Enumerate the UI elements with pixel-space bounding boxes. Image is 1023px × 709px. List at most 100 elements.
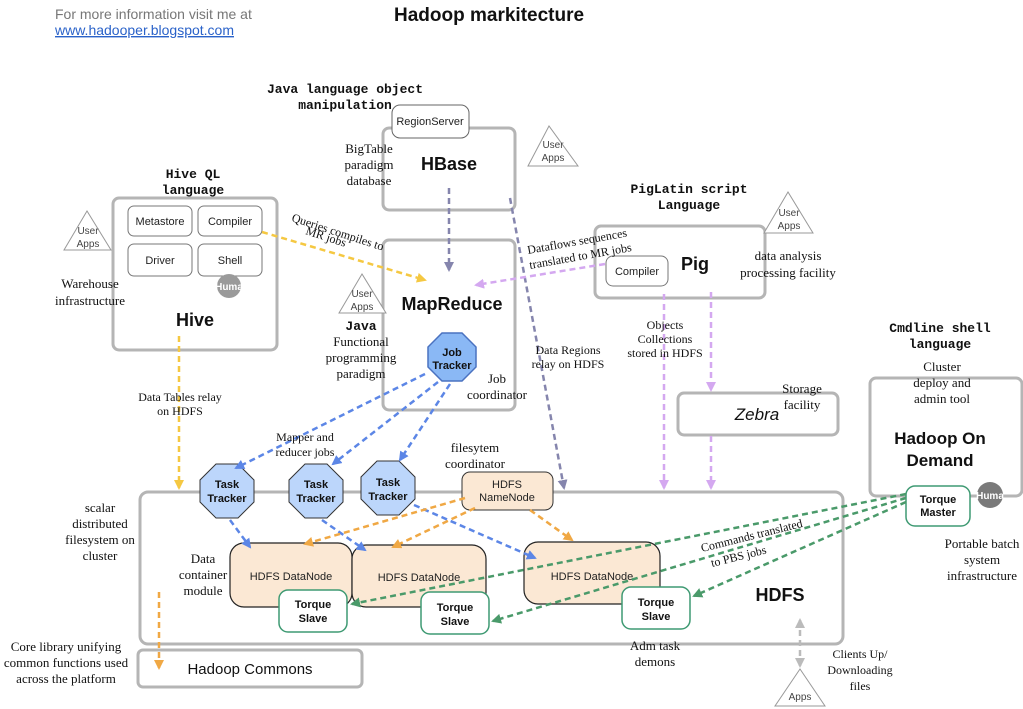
job-desc-1: Job bbox=[488, 371, 506, 386]
hod-lang-1: Cmdline shell bbox=[889, 321, 991, 336]
slave-desc-1: Adm task bbox=[630, 638, 681, 653]
job-desc-2: coordinator bbox=[467, 387, 528, 402]
torque-slave-3 bbox=[621, 586, 691, 630]
pig-lang-1: PigLatin script bbox=[630, 182, 747, 197]
hod-human-badge-label: Huma bbox=[976, 491, 1004, 502]
arrow-tm-to-ts2 bbox=[491, 496, 907, 624]
hive-user-apps-2: Apps bbox=[77, 239, 100, 250]
arrow-tm-to-ts1 bbox=[350, 492, 907, 608]
datanode-desc-1: Data bbox=[191, 551, 216, 566]
datanode-desc-2: container bbox=[179, 567, 228, 582]
mapper-1: Mapper and bbox=[276, 430, 334, 444]
clients-apps-icon bbox=[774, 668, 826, 707]
clients-2: Downloading bbox=[827, 663, 892, 677]
mr-lang: Java bbox=[345, 319, 376, 334]
namenode-desc-1: filesytem bbox=[451, 440, 499, 455]
hbase-user-apps-icon bbox=[527, 125, 579, 167]
objects-1: Objects bbox=[647, 318, 684, 332]
hive-title: Hive bbox=[176, 310, 214, 330]
hive-lang-2: language bbox=[162, 183, 225, 198]
regions-1: Data Regions bbox=[536, 343, 601, 357]
namenode-box bbox=[461, 471, 554, 511]
driver-box bbox=[127, 243, 193, 277]
shell-label: Shell bbox=[218, 255, 242, 267]
blog-link[interactable]: www.hadooper.blogspot.com bbox=[54, 22, 234, 38]
metastore-label: Metastore bbox=[136, 216, 185, 228]
pig-title: Pig bbox=[681, 254, 709, 274]
hod-desc-1: Cluster bbox=[923, 359, 961, 374]
hbase-title: HBase bbox=[421, 154, 477, 174]
datanode-3-label: HDFS DataNode bbox=[551, 571, 634, 583]
commons-title: Hadoop Commons bbox=[187, 661, 312, 678]
pig-desc-1: data analysis bbox=[755, 248, 822, 263]
namenode-1: HDFS bbox=[492, 479, 522, 491]
hbase-user-apps-1: User bbox=[542, 140, 564, 151]
clients-apps-label: Apps bbox=[789, 692, 812, 703]
portable-3: infrastructure bbox=[947, 568, 1017, 583]
slave-desc-2: demons bbox=[635, 654, 675, 669]
hbase-user-apps-2: Apps bbox=[542, 153, 565, 164]
torque-slave-2-l2: Slave bbox=[441, 616, 470, 628]
task-tracker-2-l1: Task bbox=[304, 479, 329, 491]
hive-compiler-box bbox=[197, 205, 263, 237]
pig-user-apps-2: Apps bbox=[778, 221, 801, 232]
clients-1: Clients Up/ bbox=[832, 647, 888, 661]
objects-3: stored in HDFS bbox=[627, 346, 702, 360]
zebra-box bbox=[676, 391, 840, 437]
pig-desc-2: processing facility bbox=[740, 265, 836, 280]
arrow-tt3-to-dn3 bbox=[413, 503, 537, 560]
datanode-2-label: HDFS DataNode bbox=[378, 572, 461, 584]
regions-2: relay on HDFS bbox=[532, 357, 605, 371]
arrow-hbase-to-hdfs bbox=[508, 197, 568, 490]
arrow-jt-to-tt1 bbox=[234, 372, 426, 470]
torque-slave-2 bbox=[420, 591, 490, 635]
task-tracker-1-l2: Tracker bbox=[207, 493, 247, 505]
tables-2: on HDFS bbox=[157, 404, 203, 418]
torque-slave-1-l1: Torque bbox=[295, 599, 331, 611]
hod-title-1: Hadoop On bbox=[894, 429, 986, 448]
page-title: Hadoop markitecture bbox=[394, 5, 584, 26]
portable-2: system bbox=[964, 552, 1000, 567]
hadoop-commons-box bbox=[136, 648, 364, 689]
hive-desc-1: Warehouse bbox=[61, 276, 119, 291]
mapper-2: reducer jobs bbox=[276, 445, 335, 459]
portable-1: Portable batch bbox=[945, 536, 1020, 551]
hive-human-badge bbox=[217, 274, 241, 298]
mr-user-apps-icon bbox=[338, 273, 387, 314]
regionserver-box bbox=[391, 104, 470, 139]
hdfs-title: HDFS bbox=[756, 585, 805, 605]
arrow-pig-to-mr bbox=[474, 262, 606, 289]
task-tracker-1 bbox=[199, 463, 255, 519]
namenode-desc-2: coordinator bbox=[445, 456, 506, 471]
hod-lang-2: language bbox=[909, 337, 972, 352]
mr-user-apps-1: User bbox=[351, 289, 373, 300]
arrow-jt-to-tt3 bbox=[398, 383, 452, 462]
pig-user-apps-icon bbox=[763, 191, 814, 234]
hbase-desc-3: database bbox=[347, 173, 392, 188]
mr-desc-1: Functional bbox=[333, 334, 389, 349]
torque-master-2: Master bbox=[920, 507, 956, 519]
arrow-jt-to-tt2 bbox=[331, 381, 439, 466]
hod-desc-3: admin tool bbox=[914, 391, 970, 406]
pig-lang-2: Language bbox=[658, 198, 721, 213]
arrow-nn-to-dn1 bbox=[303, 496, 466, 547]
zebra-title: Zebra bbox=[734, 405, 779, 424]
hod-title-2: Demand bbox=[906, 451, 973, 470]
namenode-2: NameNode bbox=[479, 492, 535, 504]
hive-user-apps-icon bbox=[63, 210, 112, 251]
arrow-nn-to-dn2 bbox=[391, 506, 476, 549]
mapreduce-title: MapReduce bbox=[401, 294, 502, 314]
hive-compiler-label: Compiler bbox=[208, 216, 252, 228]
arrow-tt1-to-dn1 bbox=[228, 519, 252, 549]
metastore-box bbox=[127, 205, 193, 237]
hbase-lang-1: Java language object bbox=[267, 82, 423, 97]
hdfs-desc-1: scalar bbox=[85, 500, 116, 515]
commons-desc-1: Core library unifying bbox=[11, 639, 122, 654]
hod-desc-2: deploy and bbox=[913, 375, 971, 390]
torque-master-box bbox=[905, 485, 971, 527]
pig-compiler-label: Compiler bbox=[615, 266, 659, 278]
commons-desc-2: common functions used bbox=[4, 655, 129, 670]
task-tracker-3 bbox=[360, 460, 416, 516]
commons-desc-3: across the platform bbox=[16, 671, 116, 686]
